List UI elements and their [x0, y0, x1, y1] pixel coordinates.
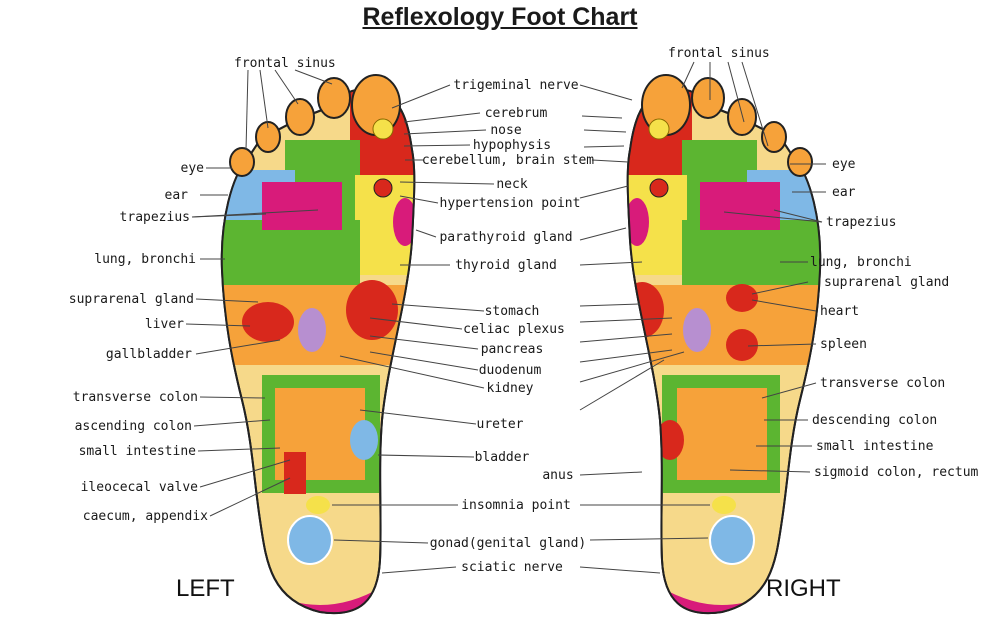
- left-label-ear: ear: [164, 188, 188, 203]
- right-label-sigmoid-colon-rectum: sigmoid colon, rectum: [814, 465, 979, 480]
- leader-lines: [185, 61, 826, 574]
- left-label-frontal-sinus: frontal sinus: [234, 56, 336, 71]
- label-parathyroid-gland: parathyroid gland: [439, 230, 573, 245]
- label-stomach: stomach: [484, 304, 540, 319]
- left-toe-5: [229, 147, 255, 177]
- right-label-frontal-sinus: frontal sinus: [668, 46, 770, 61]
- label-insomnia-point: insomnia point: [461, 498, 571, 513]
- left-toe-3: [285, 98, 315, 136]
- left-label-lung-bronchi: lung, bronchi: [94, 252, 196, 267]
- chart-title: Reflexology Foot Chart: [362, 3, 638, 31]
- label-pancreas: pancreas: [480, 342, 544, 357]
- label-hypophysis: hypophysis: [472, 138, 552, 153]
- label-duodenum: duodenum: [478, 363, 542, 378]
- left-sciatic-zone: [255, 585, 385, 614]
- right-label-trapezius: trapezius: [826, 215, 897, 230]
- left-insomnia-zone: [306, 496, 330, 514]
- left-bladder-zone: [350, 420, 378, 460]
- right-label-heart: heart: [820, 304, 860, 319]
- right-label-small-intestine: small intestine: [816, 439, 934, 454]
- right-heart-zone: [726, 284, 758, 312]
- right-label-eye: eye: [832, 157, 856, 172]
- label-celiac-plexus: celiac plexus: [463, 322, 565, 337]
- right-label-lung-bronchi: lung, bronchi: [810, 255, 912, 270]
- label-cerebellum-brain-stem: cerebellum, brain stem: [421, 153, 595, 168]
- label-bladder: bladder: [474, 450, 530, 465]
- label-nose: nose: [490, 123, 522, 138]
- left-lung-zone: [221, 220, 360, 285]
- left-label-eye: eye: [180, 161, 204, 176]
- left-label-caecum-appendix: caecum, appendix: [82, 509, 208, 524]
- label-cerebrum: cerebrum: [484, 106, 548, 121]
- left-parathyroid-zone: [393, 198, 415, 246]
- left-foot-caption: LEFT: [176, 575, 235, 602]
- left-toe-4: [255, 121, 281, 153]
- right-label-transverse-colon: transverse colon: [820, 376, 946, 391]
- left-toe-2: [317, 77, 351, 119]
- label-thyroid-gland: thyroid gland: [455, 258, 557, 273]
- label-kidney: kidney: [486, 381, 534, 396]
- right-foot-caption: RIGHT: [766, 575, 841, 602]
- left-label-transverse-colon: transverse colon: [72, 390, 198, 405]
- left-foot: [220, 74, 416, 615]
- right-label-spleen: spleen: [820, 337, 867, 352]
- left-label-ileocecal-valve: ileocecal valve: [80, 480, 198, 495]
- left-gonad-zone: [287, 515, 333, 565]
- label-hypertension-point: hypertension point: [439, 196, 581, 211]
- left-label-suprarenal-gland: suprarenal gland: [68, 292, 194, 307]
- right-anus-zone: [642, 462, 662, 482]
- left-hypertension-point: [373, 178, 393, 198]
- left-trapezius-zone: [262, 182, 342, 230]
- left-label-small-intestine: small intestine: [78, 444, 196, 459]
- left-cerebrum: [372, 118, 394, 140]
- left-label-liver: liver: [144, 317, 184, 332]
- right-spleen-zone: [726, 329, 758, 361]
- right-label-descending-colon: descending colon: [812, 413, 938, 428]
- left-liver-zone: [242, 302, 294, 342]
- right-label-ear: ear: [832, 185, 856, 200]
- left-label-gallbladder: gallbladder: [105, 347, 192, 362]
- label-ureter: ureter: [476, 417, 524, 432]
- label-neck: neck: [496, 177, 528, 192]
- label-trigeminal-nerve: trigeminal nerve: [453, 78, 579, 93]
- left-stomach-zone: [346, 280, 398, 340]
- left-kidney-zone: [298, 308, 326, 352]
- left-label-ascending-colon: ascending colon: [74, 419, 192, 434]
- left-label-trapezius: trapezius: [119, 210, 190, 225]
- label-gonad-genital-gland: gonad(genital gland): [429, 536, 587, 551]
- right-label-suprarenal-gland: suprarenal gland: [824, 275, 950, 290]
- label-anus: anus: [542, 468, 574, 483]
- label-sciatic-nerve: sciatic nerve: [461, 560, 563, 575]
- left-caecum-zone: [284, 452, 306, 494]
